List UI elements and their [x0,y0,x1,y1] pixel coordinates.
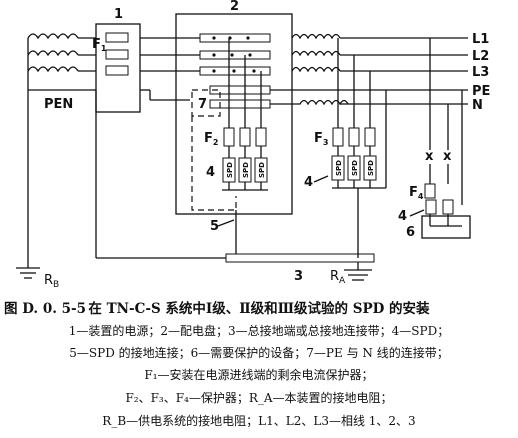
box-1-supply [95,23,141,113]
svg-text:SPD: SPD [335,160,343,176]
legend-line-5: R_B—供电系统的接地电阻；L1、L2、L3—相线 1、2、3 [102,414,416,428]
legend-line-2: 5—SPD 的接地连接；6—需要保护的设备；7—PE 与 N 线的连接带； [69,346,449,360]
box-5-label: 5 [210,219,219,234]
busbar-l3 [199,66,271,76]
f3-fuse-1 [332,127,344,147]
f3-label: F3 [314,131,328,147]
box-2-label: 2 [230,0,239,14]
pe-n-link-box-7 [191,89,221,117]
f2-fuse-2 [239,127,251,147]
ra-earth-symbol [344,269,372,281]
f3-fuse-3 [364,127,376,147]
svg-text:SPD: SPD [242,162,250,178]
spd-equipment-label-4: 4 [398,209,407,224]
f1-fuse-1 [105,32,129,43]
f2-fuse-1 [223,127,235,147]
svg-text:x: x [425,149,434,164]
f4-fuse [424,183,436,199]
pen-label: PEN [44,97,73,112]
svg-text:SPD: SPD [258,162,266,178]
spd-board-label-4: 4 [206,165,215,180]
rb-label: RB [44,273,59,290]
box-3-label: 3 [294,269,303,284]
figure-number: 图 D. 0. 5-5 [4,301,87,317]
ra-label: RA [330,269,346,286]
spd-equipment-2 [442,199,454,215]
svg-text:SPD: SPD [351,160,359,176]
svg-text:SPD: SPD [367,160,375,176]
box-6-equipment [421,215,471,239]
f2-fuse-3 [255,127,267,147]
line-n-label: N [472,98,483,113]
f2-label: F2 [204,131,218,147]
legend-line-1: 1—装置的电源；2—配电盘；3—总接地端或总接地连接带；4—SPD； [68,324,450,338]
spd-group-line: SPD SPD SPD [331,155,377,181]
f4-label: F4 [409,185,424,201]
tn-c-s-spd-diagram: RB PEN 1 F1 2 7 F2 SPD SPD SPD [16,0,490,290]
busbar-l2 [199,50,271,60]
line-l3-label: L3 [472,65,489,80]
f1-label: F1 [92,37,107,53]
outgoing-coils [270,33,349,106]
box-6-label: 6 [406,225,415,240]
f3-fuse-2 [348,127,360,147]
f1-fuse-3 [105,65,129,76]
spd-line-label-4: 4 [304,175,313,190]
spd-group-board: SPD SPD SPD [222,157,268,183]
box-7-label: 7 [198,97,207,112]
busbar-l1 [199,33,271,43]
rb-earth-symbol [16,267,40,279]
box-1-label: 1 [114,7,123,22]
box-2-distribution-board [175,13,293,215]
legend-line-3: F₁—安装在电源进线端的剩余电流保护器； [144,368,374,382]
spd-equipment [425,199,437,215]
box-3-main-earthing-terminal [225,253,375,263]
svg-text:x: x [443,149,452,164]
line-pe-label: PE [472,84,490,99]
legend-line-4: F₂、F₃、F₄—保护器；R_A—本装置的接地电阻； [125,391,393,405]
line-l1-label: L1 [472,32,489,47]
figure-title: 图 D. 0. 5-5 在 TN-C-S 系统中Ⅰ级、Ⅱ级和Ⅲ级试验的 SPD … [0,300,518,318]
f1-fuse-2 [105,49,129,60]
line-l2-label: L2 [472,49,489,64]
transformer-coils [27,33,79,73]
figure-title-text: 在 TN-C-S 系统中Ⅰ级、Ⅱ级和Ⅲ级试验的 SPD 的安装 [88,301,430,317]
svg-text:SPD: SPD [226,162,234,178]
